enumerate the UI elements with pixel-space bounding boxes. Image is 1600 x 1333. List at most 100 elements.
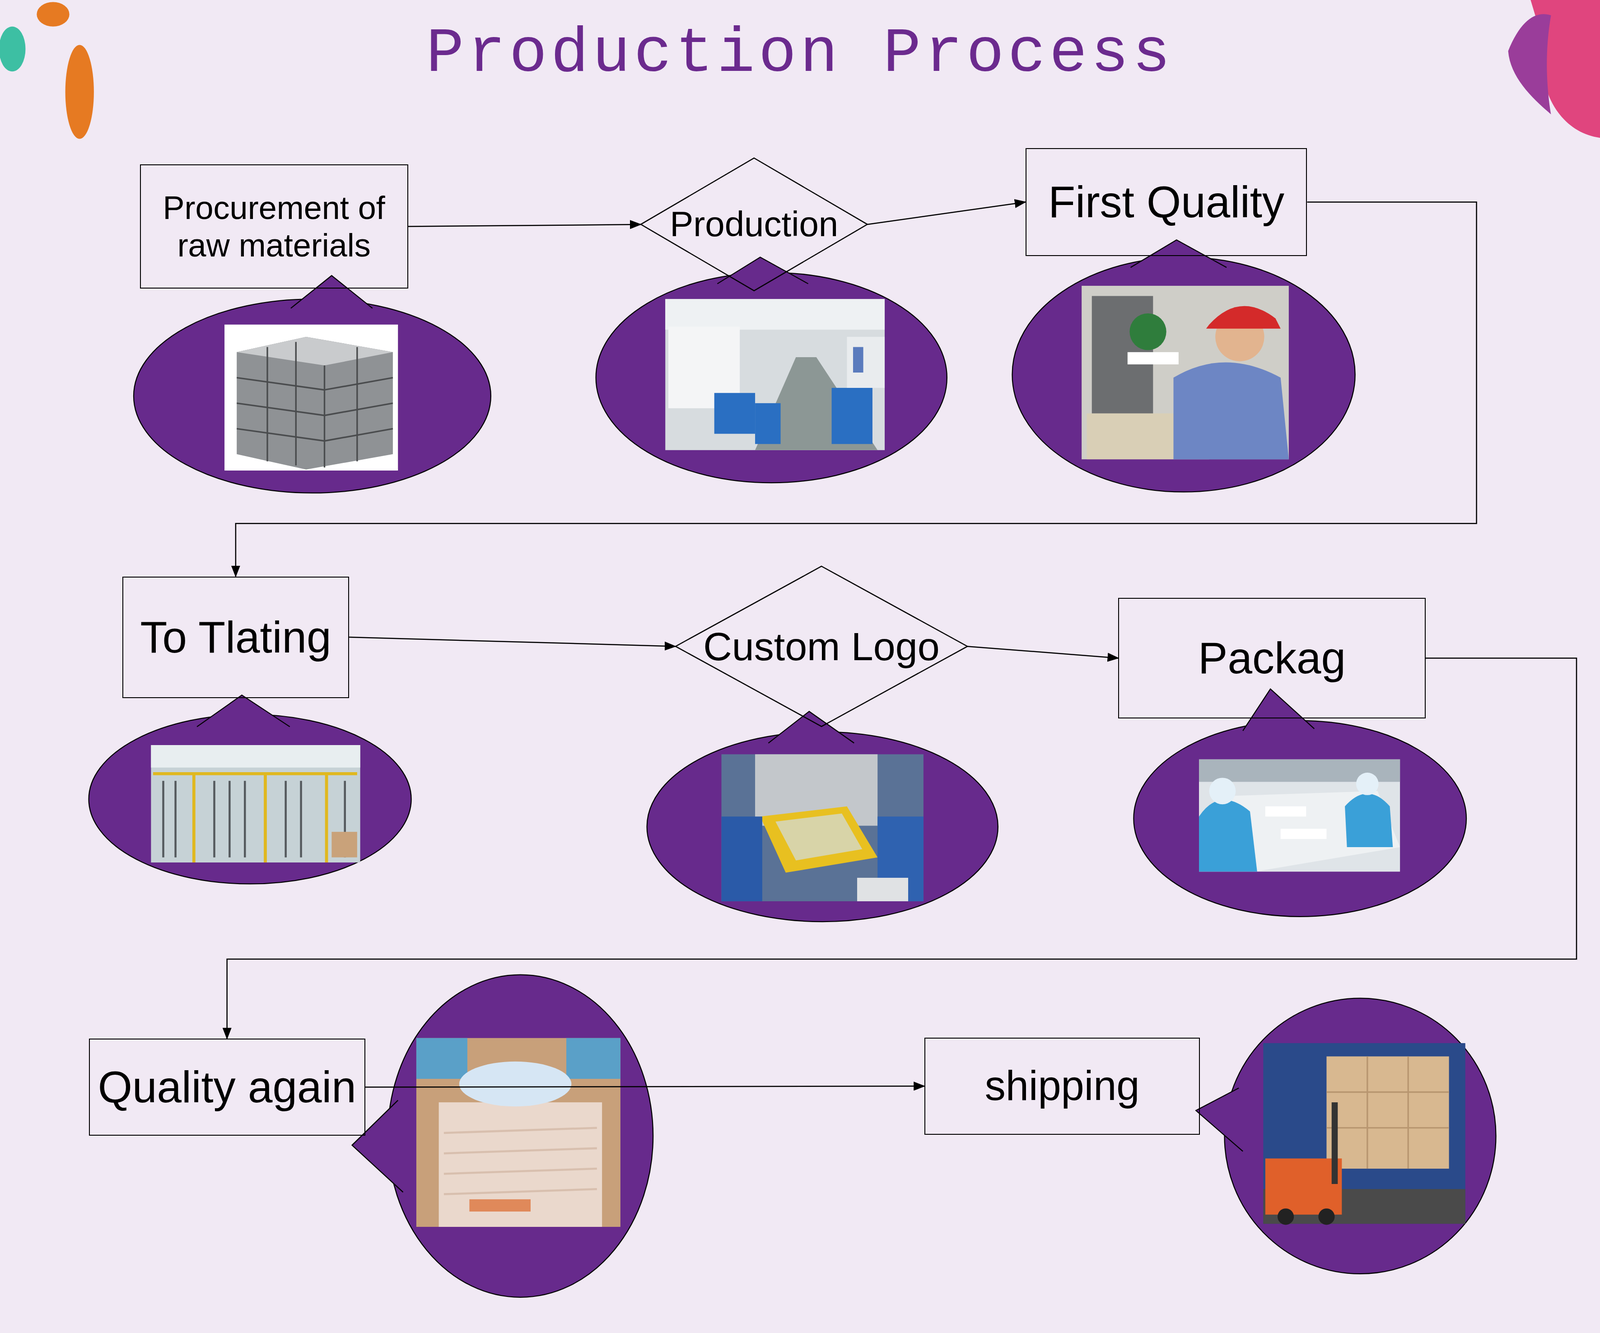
- photo-glove: [1127, 352, 1179, 365]
- photo-cap: [1209, 777, 1237, 805]
- diamond-shape: [675, 566, 968, 727]
- bubble-pointer: [1130, 239, 1227, 268]
- node-label: Packag: [1198, 632, 1346, 684]
- photo-bin: [714, 392, 756, 434]
- decor-dot: [65, 44, 94, 139]
- photo-bag: [1265, 806, 1307, 817]
- photo-frame: [760, 806, 878, 873]
- ingot-top: [236, 336, 393, 366]
- process-box: Procurement of raw materials: [139, 164, 409, 290]
- node-label: Procurement of raw materials: [146, 189, 402, 265]
- photo-final-check: [416, 1038, 621, 1227]
- bubble-pointer: [717, 257, 808, 285]
- photo-gauge: [1129, 313, 1167, 350]
- photo-container: [1263, 1043, 1465, 1224]
- photo-part: [857, 877, 909, 902]
- photo-bg: [1081, 285, 1289, 460]
- flow-arrow: [349, 637, 676, 647]
- photo-factory: [665, 298, 885, 451]
- carton-line: [1326, 1127, 1449, 1129]
- bubble-pointer: [290, 275, 373, 308]
- ingot-strap: [295, 341, 297, 466]
- photo-racks: [163, 780, 346, 858]
- ingot-line: [324, 428, 393, 441]
- bubble-oval: [1012, 257, 1355, 493]
- bubble-oval: [387, 974, 654, 1298]
- photo-plating: [150, 745, 360, 863]
- rack: [284, 780, 287, 858]
- fold: [443, 1189, 598, 1195]
- decor-dot: [36, 2, 70, 27]
- frame-post: [263, 773, 267, 863]
- bubble-oval: [133, 298, 491, 493]
- photo-worker: [1198, 799, 1258, 872]
- fold: [443, 1128, 598, 1134]
- photo-ceiling: [665, 298, 885, 330]
- carton-line: [1407, 1056, 1409, 1169]
- ingot-line: [324, 403, 393, 416]
- photo-ingots: [224, 324, 398, 471]
- photo-worker: [1344, 793, 1393, 848]
- frame-post: [325, 773, 329, 863]
- bubble-oval: [596, 272, 947, 484]
- diamond-shape: [640, 158, 868, 291]
- photo-plastic-folds: [443, 1128, 598, 1195]
- photo-bg: [721, 754, 924, 901]
- photo-cap: [1356, 772, 1379, 796]
- flow-arrow: [235, 201, 1477, 577]
- process-box: Quality again: [88, 1038, 366, 1136]
- ingot-stack: [236, 336, 393, 470]
- ingot-strap: [266, 347, 268, 462]
- decision-diamond: Custom Logo: [675, 566, 968, 727]
- node-label: Custom Logo: [703, 623, 940, 670]
- photo-screen: [775, 813, 863, 861]
- ingot-line: [323, 365, 326, 468]
- photo-ceiling: [150, 745, 360, 768]
- bubble-oval: [1133, 720, 1467, 917]
- ingot-line: [324, 377, 393, 390]
- photo-printing: [721, 754, 924, 901]
- rack: [174, 780, 177, 858]
- ingot-line: [236, 428, 325, 441]
- flow-arrow: [365, 1086, 925, 1087]
- photo-carton-lines: [1326, 1056, 1449, 1169]
- flow-arrow: [227, 657, 1577, 1039]
- photo-sleeve: [416, 1038, 468, 1079]
- process-box: Packag: [1118, 597, 1426, 719]
- decision-diamond: Production: [640, 158, 868, 291]
- photo-machine: [846, 336, 885, 388]
- photo-bg: [665, 298, 885, 451]
- rack: [228, 780, 231, 858]
- photo-sleeve: [566, 1038, 621, 1079]
- node-label: Quality again: [97, 1061, 357, 1113]
- photo-bg: [224, 324, 398, 471]
- ingot-line: [236, 377, 325, 390]
- photo-cap: [1206, 306, 1281, 329]
- bubble-pointer: [1242, 689, 1315, 732]
- photo-mast: [1331, 1102, 1339, 1185]
- node-label: First Quality: [1048, 176, 1285, 228]
- rack: [299, 780, 303, 858]
- photo-frames: [153, 773, 358, 863]
- photo-bg: [150, 745, 360, 863]
- photo-worker: [721, 816, 763, 902]
- fold: [443, 1168, 598, 1174]
- photo-plastic: [438, 1102, 603, 1227]
- node-label: To Tlating: [139, 611, 332, 663]
- carton-line: [1326, 1091, 1449, 1093]
- photo-packing: [1198, 759, 1400, 873]
- flow-arrow: [408, 224, 641, 227]
- photo-wheel: [1318, 1208, 1335, 1225]
- photo-shipping: [1263, 1043, 1465, 1225]
- node-label: Production: [669, 204, 839, 245]
- decor-dot: [0, 26, 26, 72]
- photo-box: [416, 1038, 621, 1227]
- photo-shirt: [1173, 362, 1289, 460]
- bubble-pointer: [352, 1100, 404, 1193]
- node-label: shipping: [984, 1062, 1140, 1111]
- flow-arrow: [867, 201, 1026, 225]
- process-box: shipping: [924, 1037, 1200, 1135]
- frame-post: [192, 773, 196, 863]
